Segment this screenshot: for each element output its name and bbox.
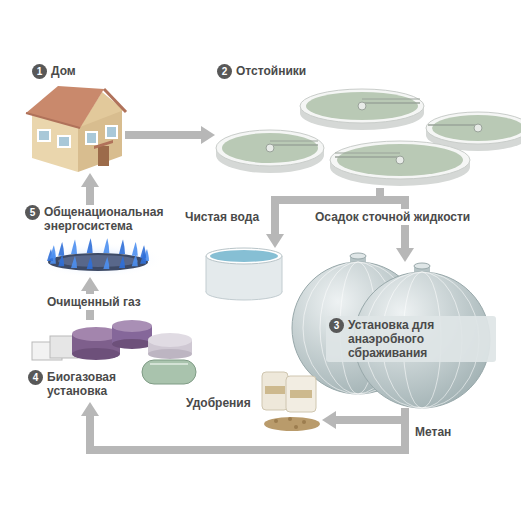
water-tank-drawing xyxy=(206,248,282,300)
house-node: 1Дом xyxy=(30,88,125,173)
callout-number: 1 xyxy=(32,64,47,79)
digester-node: 3 Установка для анаэробного сбраживания xyxy=(290,262,492,408)
national-grid-node: 5 Общенациональная энергосистема xyxy=(25,205,175,277)
flame-petal xyxy=(87,257,93,269)
flow-arrow xyxy=(336,408,405,420)
node-title: Общенациональная энергосистема xyxy=(44,205,175,233)
node-title: Биогазовая установка xyxy=(47,370,136,398)
node-label: 5 Общенациональная энергосистема xyxy=(25,205,175,233)
settling-tanks-node: 2Отстойники xyxy=(215,88,521,188)
flame-petal xyxy=(119,239,125,254)
node-title: Удобрения xyxy=(186,396,251,410)
flow-label: Осадок сточной жидкости xyxy=(312,209,473,225)
callout-number: 2 xyxy=(217,64,232,79)
flame-petal xyxy=(58,254,64,266)
flame-petal xyxy=(58,242,64,256)
node-title: Установка для анаэробного сбраживания xyxy=(348,318,493,360)
flame-petal xyxy=(50,245,56,258)
flame-petal xyxy=(140,245,146,258)
flame-petal xyxy=(71,239,77,254)
node-label: 2 Отстойники xyxy=(217,64,357,79)
clean-water-node: Чистая вода xyxy=(205,248,283,300)
node-title: Отстойники xyxy=(236,64,306,78)
flow-label: Метан xyxy=(412,424,454,440)
node-title: Дом xyxy=(51,64,76,78)
callout-number: 3 xyxy=(329,318,344,333)
flame-petal xyxy=(119,256,125,268)
flame-petal xyxy=(132,254,138,266)
flame-petal xyxy=(132,242,138,256)
flame-petal xyxy=(87,238,93,253)
node-label: 1 Дом xyxy=(32,64,122,79)
callout-number: 4 xyxy=(28,370,43,385)
callout-number: 5 xyxy=(25,205,40,220)
settling-tanks-drawing xyxy=(216,89,521,186)
node-label: Чистая вода xyxy=(185,210,267,224)
gas-flame-drawing xyxy=(32,238,164,278)
flame-petal xyxy=(71,256,77,268)
fertilizer-node: Удобрения xyxy=(258,368,322,432)
node-label: 4 Биогазовая установка xyxy=(28,370,136,398)
node-title: Чистая вода xyxy=(185,210,259,224)
flame-petal xyxy=(103,257,109,269)
flame-petal xyxy=(103,238,109,253)
flow-label: Очищенный газ xyxy=(44,294,144,310)
biogas-plant-node: 4 Биогазовая установка xyxy=(28,320,200,402)
fertilizer-drawing xyxy=(262,372,320,431)
node-label: Удобрения xyxy=(186,396,258,410)
flow-arrow xyxy=(86,187,94,205)
flow-arrow xyxy=(90,408,405,450)
house-drawing xyxy=(26,86,126,172)
node-label: 3 Установка для анаэробного сбраживания xyxy=(326,316,496,362)
flow-arrow xyxy=(125,131,201,139)
